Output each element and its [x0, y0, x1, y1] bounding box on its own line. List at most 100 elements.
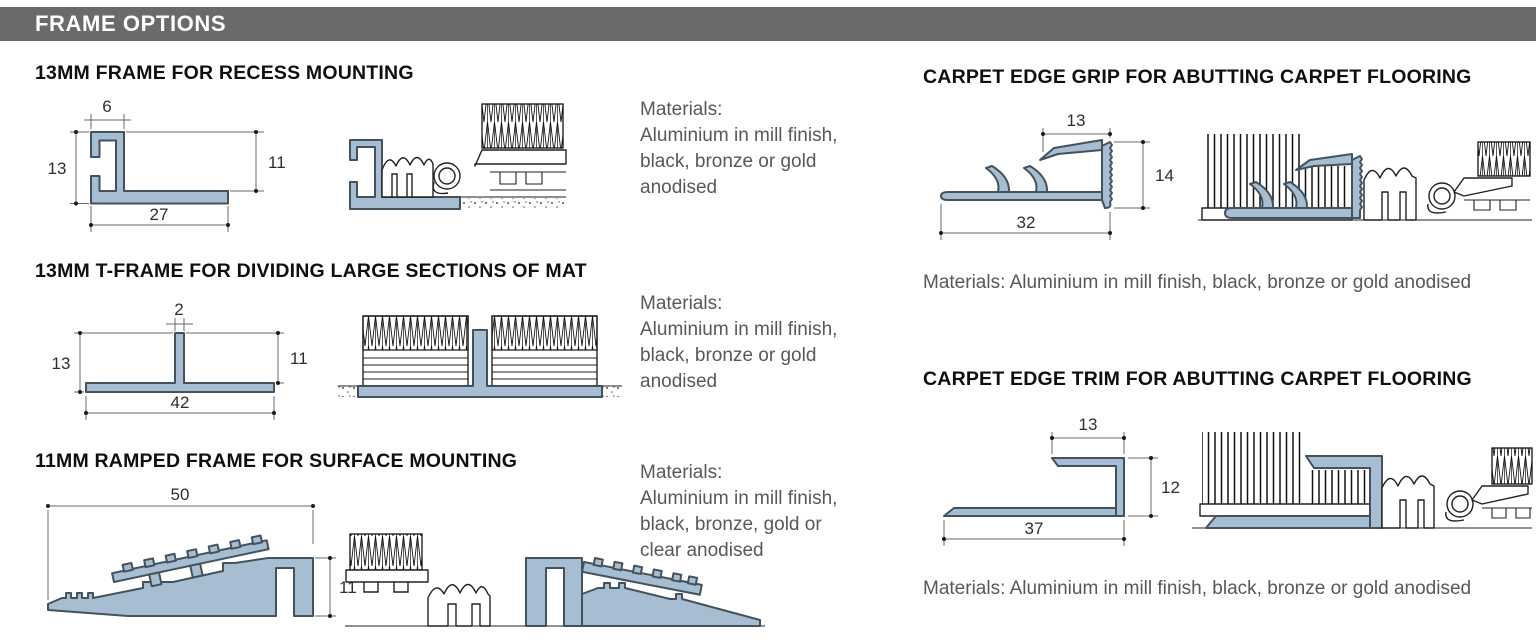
materials-grip: Materials: Aluminium in mill finish, bla…	[923, 270, 1471, 296]
materials-line: Materials:	[640, 462, 723, 483]
trim-wall-lip	[1051, 457, 1125, 517]
brush-insert	[481, 103, 564, 149]
dim-label: 32	[1017, 213, 1036, 232]
grip-wall	[1351, 155, 1363, 219]
brush-insert	[1477, 141, 1531, 177]
dim-6: 6	[84, 97, 131, 129]
dim-2: 2	[166, 300, 193, 331]
dim-50: 50	[46, 485, 315, 600]
carpet-base	[1199, 503, 1371, 517]
section-title-ramped: 11MM RAMPED FRAME FOR SURFACE MOUNTING	[35, 450, 518, 472]
materials-line: Materials: Aluminium in mill finish, bla…	[923, 578, 1472, 599]
ramped-profile-drawing: 50 11	[46, 485, 357, 618]
materials-recess: Materials: Aluminium in mill finish, bla…	[640, 97, 837, 201]
mat-body	[1381, 475, 1435, 529]
grip-installed-drawing	[1198, 134, 1532, 221]
dim-13: 13	[1041, 111, 1112, 152]
materials-line: Materials:	[640, 293, 723, 314]
materials-line: anodised	[640, 371, 718, 392]
carpet-pile	[1204, 134, 1300, 208]
materials-tframe: Materials: Aluminium in mill finish, bla…	[640, 291, 837, 395]
mat-body	[427, 583, 491, 627]
trim-base	[1205, 515, 1383, 529]
grip-profile-drawing: 13 14 32	[939, 111, 1174, 240]
section-title-tframe: 13MM T-FRAME FOR DIVIDING LARGE SECTIONS…	[35, 260, 587, 282]
dim-13: 13	[48, 130, 89, 206]
grip-barb	[985, 165, 1011, 193]
recess-installed-drawing	[349, 103, 567, 210]
grip-barb	[1249, 181, 1275, 209]
dim-label: 13	[1079, 415, 1098, 434]
tframe-profile	[357, 329, 603, 398]
trim-profile-drawing: 13 12 37	[942, 415, 1180, 546]
header-bar: FRAME OPTIONS	[0, 7, 1536, 41]
dim-32: 32	[939, 204, 1112, 240]
section-title-grip: CARPET EDGE GRIP FOR ABUTTING CARPET FLO…	[923, 66, 1472, 88]
grip-arm	[1295, 153, 1353, 171]
ramp-lower-shape	[47, 557, 314, 617]
trim-base	[943, 507, 1125, 517]
grip-arm	[1039, 139, 1103, 161]
ramp-anchor-block	[525, 557, 583, 627]
brush-insert	[362, 315, 469, 351]
carpet-pile	[1202, 432, 1304, 504]
dim-label: 13	[52, 354, 71, 373]
dim-37: 37	[942, 519, 1126, 546]
materials-trim: Materials: Aluminium in mill finish, bla…	[923, 576, 1471, 602]
materials-line: Materials: Aluminium in mill finish, bla…	[923, 272, 1472, 293]
materials-line: black, bronze, gold or	[640, 514, 822, 535]
dim-label: 13	[48, 159, 67, 178]
dim-label: 14	[1155, 166, 1174, 185]
recess-profile-shape	[90, 131, 229, 205]
dim-11: 11	[126, 130, 286, 193]
grip-wall	[1101, 141, 1113, 209]
dim-label: 2	[174, 300, 183, 319]
carpet-pile	[1308, 470, 1366, 504]
page-title: FRAME OPTIONS	[35, 11, 227, 36]
materials-line: anodised	[640, 177, 718, 198]
carpet-pile	[1300, 166, 1348, 208]
brush-insert	[1491, 447, 1533, 485]
grip-barb	[1023, 165, 1049, 193]
grip-barb	[1283, 181, 1309, 209]
dim-label: 42	[171, 393, 190, 412]
section-title-recess: 13MM FRAME FOR RECESS MOUNTING	[35, 62, 414, 84]
dim-42: 42	[84, 393, 276, 420]
dim-label: 27	[150, 205, 169, 224]
materials-line: clear anodised	[640, 540, 764, 561]
dim-11: 11	[186, 331, 308, 385]
dim-13: 13	[52, 331, 173, 394]
dim-27: 27	[89, 205, 230, 232]
dim-11: 11	[315, 556, 357, 618]
ramp-lower	[581, 582, 761, 627]
dim-14: 14	[1114, 140, 1174, 210]
dim-label: 11	[339, 578, 357, 597]
dim-label: 13	[1067, 111, 1086, 130]
tframe-installed-drawing	[338, 315, 622, 398]
materials-ramped: Materials: Aluminium in mill finish, bla…	[640, 460, 837, 564]
dim-13: 13	[1050, 415, 1126, 454]
dim-12: 12	[1128, 456, 1180, 518]
recess-profile-drawing: 6 13 11 27	[48, 97, 286, 232]
dim-label: 6	[102, 97, 111, 116]
ramped-installed-drawing	[345, 533, 765, 627]
materials-line: black, bronze or gold	[640, 151, 817, 172]
grip-base	[940, 191, 1103, 201]
dim-label: 11	[290, 349, 308, 368]
trim-installed-drawing	[1192, 432, 1533, 529]
concrete-texture	[460, 198, 566, 210]
ramp-upper	[581, 557, 703, 596]
dim-label: 11	[268, 153, 286, 172]
tframe-profile-drawing: 2 13 11 42	[52, 300, 308, 420]
dim-label: 50	[171, 485, 190, 504]
mat-body	[1363, 167, 1417, 221]
tframe-profile-shape	[85, 332, 275, 393]
dim-label: 12	[1161, 478, 1180, 497]
grip-base	[1224, 207, 1353, 219]
materials-line: black, bronze or gold	[640, 345, 817, 366]
dim-label: 37	[1025, 519, 1044, 538]
materials-line: Aluminium in mill finish,	[640, 488, 838, 509]
section-title-trim: CARPET EDGE TRIM FOR ABUTTING CARPET FLO…	[923, 368, 1472, 390]
brush-insert	[491, 315, 598, 351]
